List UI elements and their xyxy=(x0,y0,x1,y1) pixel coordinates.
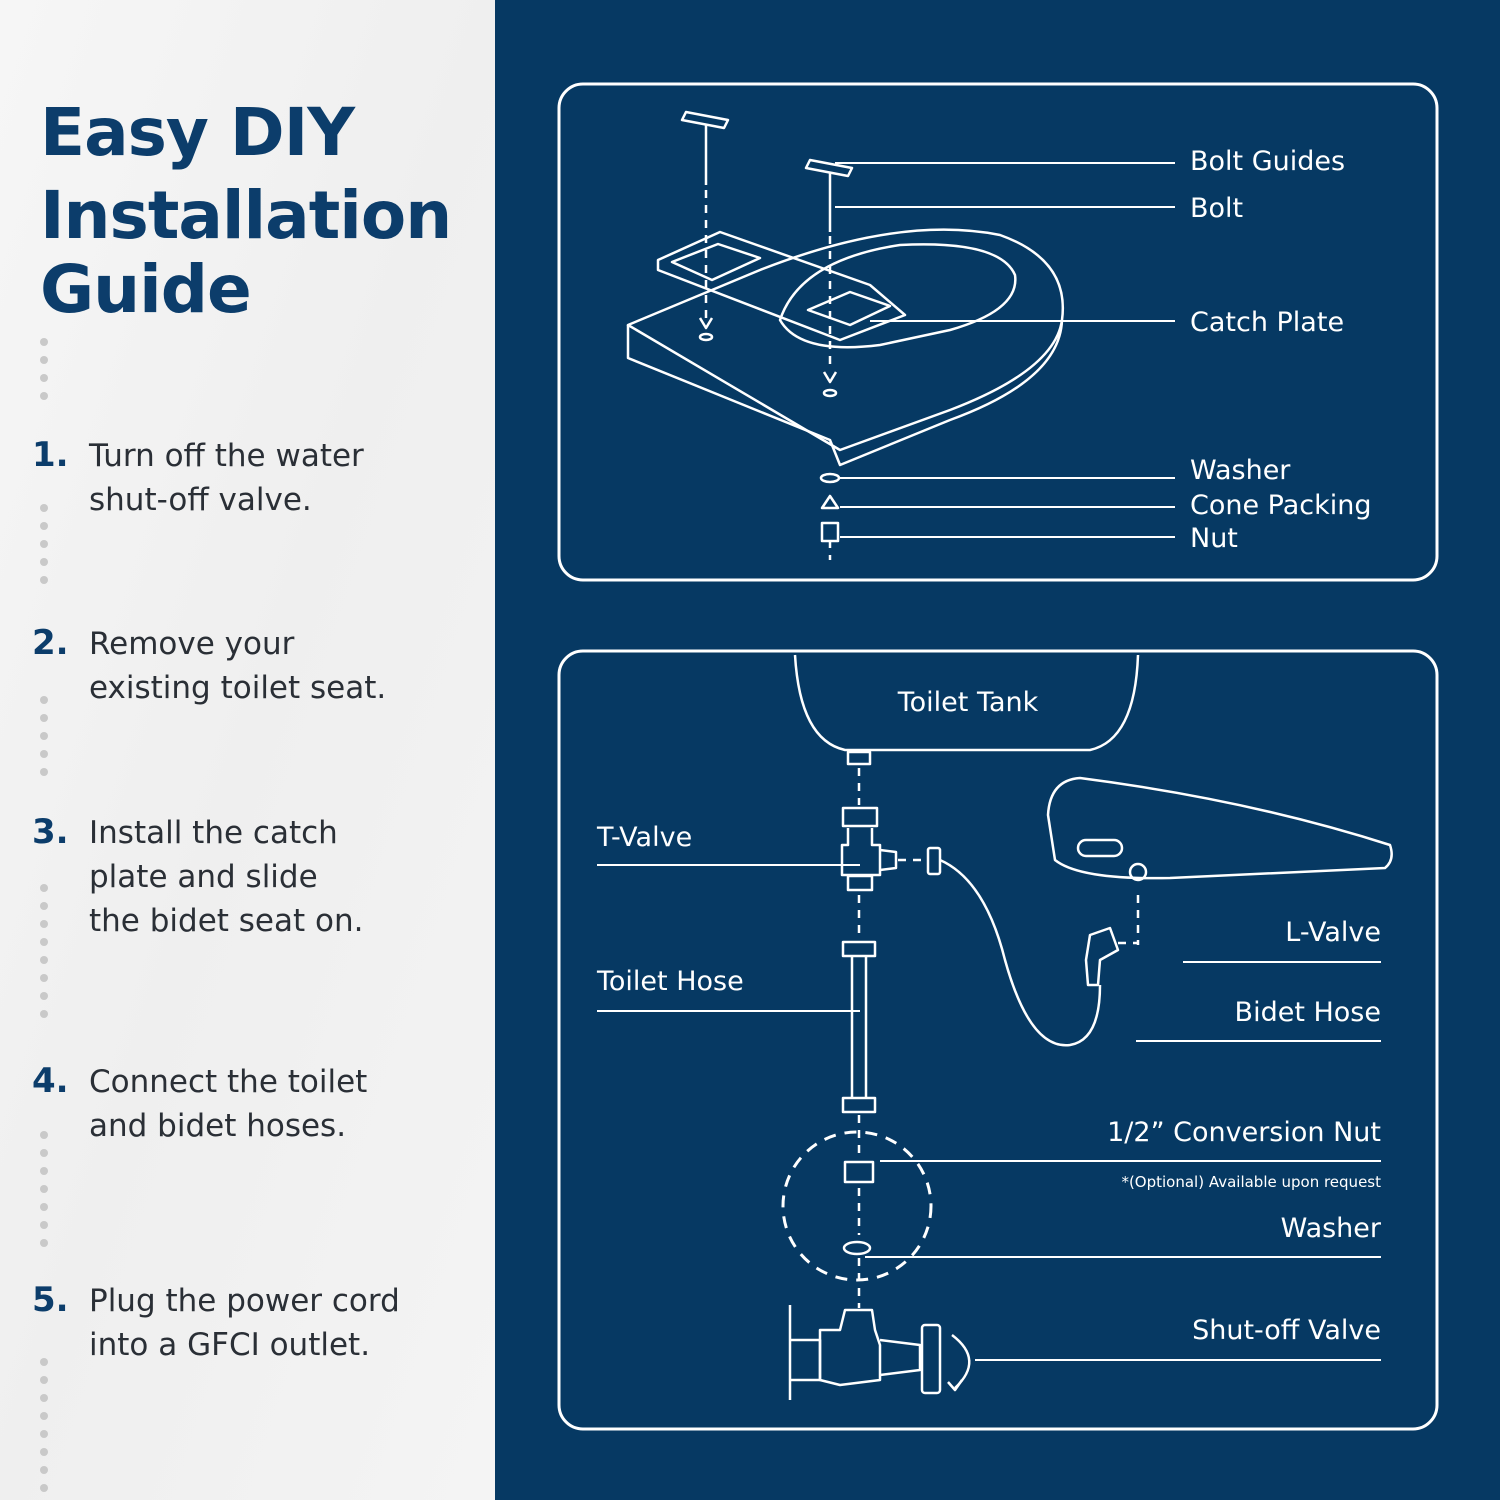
step-text: plate and slide xyxy=(89,859,318,895)
connector-dot xyxy=(40,1203,48,1211)
connector-dot xyxy=(40,1412,48,1420)
step-2: 2. Remove your existing toilet seat. xyxy=(32,623,386,706)
guide-title: Easy DIY Installation Guide xyxy=(40,94,452,328)
title-line: Installation xyxy=(40,177,451,254)
connector-dot xyxy=(40,1466,48,1474)
connector-dot xyxy=(40,902,48,910)
step-number: 5. xyxy=(32,1280,69,1320)
label-washer: Washer xyxy=(1190,455,1291,486)
connector-dot xyxy=(40,1376,48,1384)
connector-dot xyxy=(40,920,48,928)
connector-dot xyxy=(40,992,48,1000)
toilet-seat-drawing xyxy=(626,110,1065,560)
connector-dot xyxy=(40,1239,48,1247)
label-bolt: Bolt xyxy=(1190,193,1243,224)
connector-dot xyxy=(40,1394,48,1402)
step-3: 3. Install the catch plate and slide the… xyxy=(32,812,363,939)
diagram-frame xyxy=(557,82,1439,582)
step-number: 1. xyxy=(32,435,69,475)
label-bolt-guides: Bolt Guides xyxy=(1190,146,1345,177)
step-number: 2. xyxy=(32,623,69,663)
connector-dot xyxy=(40,1185,48,1193)
connector-dot xyxy=(40,558,48,566)
step-text: and bidet hoses. xyxy=(89,1108,346,1144)
step-text: into a GFCI outlet. xyxy=(89,1327,370,1363)
connector-dot xyxy=(40,576,48,584)
connector-dot xyxy=(40,1167,48,1175)
plumbing-drawing xyxy=(781,750,1393,1400)
connector-dot xyxy=(40,392,48,400)
seat-installation-diagram: Bolt Guides Bolt Catch Plate Washer Cone… xyxy=(557,82,1439,582)
step-text: the bidet seat on. xyxy=(89,903,363,939)
step-text: Plug the power cord xyxy=(89,1283,400,1319)
step-number: 4. xyxy=(32,1061,69,1101)
connector-dot xyxy=(40,522,48,530)
connector-dot xyxy=(40,1448,48,1456)
connector-dot xyxy=(40,1221,48,1229)
step-1: 1. Turn off the water shut-off valve. xyxy=(32,435,364,518)
dotted-connector xyxy=(40,338,48,1492)
step-number: 3. xyxy=(32,812,69,852)
title-line: Easy DIY xyxy=(40,94,356,171)
label-catch-plate: Catch Plate xyxy=(1190,307,1344,338)
connector-dot xyxy=(40,338,48,346)
step-text: Install the catch xyxy=(89,815,338,851)
connector-dot xyxy=(40,1149,48,1157)
connector-dot xyxy=(40,732,48,740)
left-panel xyxy=(0,0,495,1500)
connector-dot xyxy=(40,884,48,892)
connector-dot xyxy=(40,696,48,704)
step-text: Remove your xyxy=(89,626,295,662)
connector-dot xyxy=(40,1358,48,1366)
step-text: existing toilet seat. xyxy=(89,670,386,706)
connector-dot xyxy=(40,768,48,776)
step-text: Turn off the water xyxy=(88,438,364,474)
connector-dot xyxy=(40,974,48,982)
connector-dot xyxy=(40,1430,48,1438)
connector-dot xyxy=(40,374,48,382)
optional-note: *(Optional) Available upon request xyxy=(1121,1173,1381,1191)
connector-dot xyxy=(40,1131,48,1139)
connector-dot xyxy=(40,750,48,758)
connector-dot xyxy=(40,540,48,548)
step-text: shut-off valve. xyxy=(89,482,312,518)
connector-dot xyxy=(40,504,48,512)
label-cone-packing: Cone Packing xyxy=(1190,490,1372,521)
connector-dot xyxy=(40,956,48,964)
title-line: Guide xyxy=(40,251,251,328)
label-toilet-hose: Toilet Hose xyxy=(596,966,744,997)
label-l-valve: L-Valve xyxy=(1285,917,1381,948)
connector-dot xyxy=(40,938,48,946)
step-text: Connect the toilet xyxy=(89,1064,367,1100)
label-washer: Washer xyxy=(1281,1213,1382,1244)
label-toilet-tank: Toilet Tank xyxy=(897,687,1039,718)
step-5: 5. Plug the power cord into a GFCI outle… xyxy=(32,1280,400,1363)
step-4: 4. Connect the toilet and bidet hoses. xyxy=(32,1061,367,1144)
connector-dot xyxy=(40,1010,48,1018)
connector-dot xyxy=(40,1484,48,1492)
label-nut: Nut xyxy=(1190,523,1238,554)
hose-connection-diagram: Toilet Tank xyxy=(557,649,1439,1431)
label-t-valve: T-Valve xyxy=(596,822,692,853)
label-shutoff-valve: Shut-off Valve xyxy=(1192,1315,1381,1346)
toilet-tank-drawing xyxy=(793,654,1140,752)
label-conversion-nut: 1/2” Conversion Nut xyxy=(1107,1117,1381,1148)
diagram-frame xyxy=(557,649,1439,1431)
connector-dot xyxy=(40,356,48,364)
connector-dot xyxy=(40,714,48,722)
label-bidet-hose: Bidet Hose xyxy=(1235,997,1381,1028)
